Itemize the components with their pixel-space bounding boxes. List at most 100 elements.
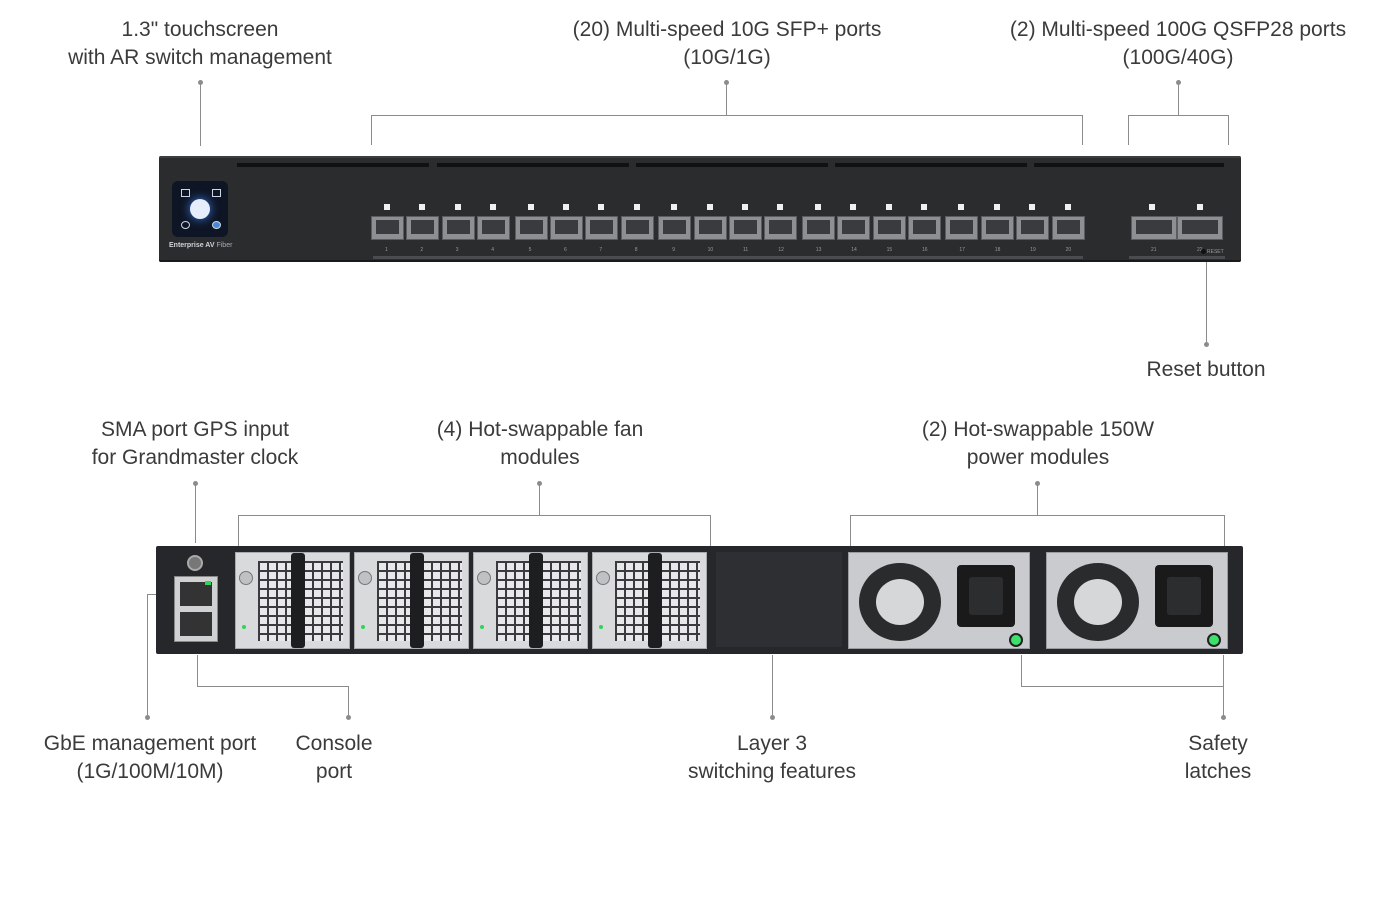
gbe-label-line2: (1G/100M/10M) bbox=[76, 760, 224, 783]
console-leader-v1 bbox=[197, 655, 198, 687]
reset-button[interactable] bbox=[1201, 249, 1206, 254]
globe-icon bbox=[212, 221, 221, 229]
gbe-management-port[interactable] bbox=[180, 582, 212, 606]
fan-module[interactable] bbox=[354, 552, 469, 649]
sfp-port-number: 8 bbox=[634, 247, 638, 253]
latches-bracket-left bbox=[1021, 655, 1022, 687]
power-bracket-left bbox=[850, 515, 851, 547]
qsfp-port-number: 21 bbox=[1151, 247, 1157, 253]
sfp-port[interactable] bbox=[908, 216, 941, 240]
fans-bracket-top bbox=[238, 515, 711, 516]
fan-status-led bbox=[480, 625, 484, 629]
sfp-port[interactable] bbox=[945, 216, 979, 240]
power-label: (2) Hot-swappable 150W power modules bbox=[900, 416, 1176, 472]
gbe-label-line1: GbE management port bbox=[43, 732, 257, 755]
link-led-icon bbox=[205, 581, 211, 585]
layer3-leader bbox=[772, 655, 773, 716]
fans-label: (4) Hot-swappable fan modules bbox=[410, 416, 670, 472]
sfp-port[interactable] bbox=[441, 216, 475, 240]
power-module[interactable] bbox=[848, 552, 1030, 649]
sfp-port-number: 15 bbox=[886, 247, 893, 253]
sfp-label-strip bbox=[373, 256, 1083, 259]
fans-label-line1: (4) Hot-swappable fan bbox=[436, 418, 644, 441]
sfp-port-led bbox=[993, 204, 1000, 210]
sfp-port-number: 19 bbox=[1030, 247, 1036, 253]
fan-status-led bbox=[242, 625, 246, 629]
sfp-ports-label: (20) Multi-speed 10G SFP+ ports (10G/1G) bbox=[547, 16, 907, 72]
sfp-port[interactable] bbox=[1016, 216, 1050, 240]
sfp-port-number: 12 bbox=[778, 247, 784, 253]
ac-inlet[interactable] bbox=[957, 565, 1015, 627]
sfp-port-number: 6 bbox=[564, 247, 567, 253]
touchscreen-leader bbox=[200, 82, 201, 146]
safety-latch[interactable] bbox=[1207, 633, 1221, 647]
qsfp-ports-label-line2: (100G/40G) bbox=[1122, 46, 1234, 69]
brand-model: Fiber bbox=[216, 242, 233, 249]
sfp-port-number: 9 bbox=[672, 247, 675, 253]
fan-module[interactable] bbox=[473, 552, 588, 649]
sfp-port[interactable] bbox=[837, 216, 871, 240]
reset-leader-dot bbox=[1204, 342, 1209, 347]
thumbscrew-icon[interactable] bbox=[239, 571, 253, 585]
fans-bracket-right bbox=[710, 515, 711, 547]
sfp-port[interactable] bbox=[514, 216, 548, 240]
latches-bracket-bottom bbox=[1021, 686, 1224, 687]
sfp-port[interactable] bbox=[872, 216, 906, 240]
touchscreen-display[interactable] bbox=[172, 181, 228, 237]
sfp-port-led bbox=[885, 204, 892, 210]
info-icon bbox=[181, 221, 190, 229]
sfp-port[interactable] bbox=[371, 216, 404, 240]
sfp-port[interactable] bbox=[406, 216, 440, 240]
layer3-leader-dot bbox=[770, 715, 775, 720]
fan-handle[interactable] bbox=[529, 553, 543, 648]
front-vent bbox=[237, 163, 429, 167]
sfp-bracket-left bbox=[371, 115, 372, 145]
sfp-bracket-top bbox=[371, 115, 1083, 116]
sfp-port[interactable] bbox=[658, 216, 692, 240]
latches-label-line2: latches bbox=[1184, 760, 1252, 783]
sma-label-line2: for Grandmaster clock bbox=[91, 446, 299, 469]
fan-handle[interactable] bbox=[648, 553, 662, 648]
thumbscrew-icon[interactable] bbox=[477, 571, 491, 585]
sfp-port[interactable] bbox=[693, 216, 727, 240]
thumbscrew-icon[interactable] bbox=[596, 571, 610, 585]
thumbscrew-icon[interactable] bbox=[358, 571, 372, 585]
sfp-port-number: 1 bbox=[385, 247, 388, 253]
qsfp-label-strip bbox=[1129, 256, 1225, 259]
power-leader bbox=[1037, 483, 1038, 516]
sfp-ports-label-line2: (10G/1G) bbox=[683, 46, 771, 69]
switch-rear-panel bbox=[156, 546, 1243, 654]
touchscreen-label: 1.3" touchscreen with AR switch manageme… bbox=[55, 16, 345, 72]
latches-label-line1: Safety bbox=[1188, 732, 1248, 755]
ac-inlet[interactable] bbox=[1155, 565, 1213, 627]
sfp-port[interactable] bbox=[801, 216, 835, 240]
sfp-port-number: 4 bbox=[491, 247, 494, 253]
sfp-port-led bbox=[742, 204, 748, 210]
console-port[interactable] bbox=[180, 612, 212, 636]
sfp-port[interactable] bbox=[550, 216, 583, 240]
console-label-line2: port bbox=[315, 760, 353, 783]
power-module[interactable] bbox=[1046, 552, 1228, 649]
front-vent bbox=[1034, 163, 1224, 167]
psu-fan-icon bbox=[1057, 563, 1139, 641]
fan-module[interactable] bbox=[235, 552, 350, 649]
sfp-port[interactable] bbox=[620, 216, 654, 240]
sfp-port-number: 2 bbox=[420, 247, 424, 253]
qsfp-port[interactable] bbox=[1177, 216, 1223, 240]
sfp-port[interactable] bbox=[585, 216, 619, 240]
layer3-label-line1: Layer 3 bbox=[736, 732, 808, 755]
qsfp-port[interactable] bbox=[1131, 216, 1177, 240]
sma-gps-port[interactable] bbox=[187, 555, 203, 571]
fans-label-line2: modules bbox=[500, 446, 580, 469]
fan-module[interactable] bbox=[592, 552, 707, 649]
fan-handle[interactable] bbox=[291, 553, 305, 648]
safety-latch[interactable] bbox=[1009, 633, 1023, 647]
sfp-port[interactable] bbox=[764, 216, 798, 240]
fan-handle[interactable] bbox=[410, 553, 424, 648]
sfp-port[interactable] bbox=[980, 216, 1014, 240]
sfp-port-number: 18 bbox=[994, 247, 1001, 253]
sfp-port-number: 11 bbox=[743, 247, 749, 253]
sfp-port[interactable] bbox=[729, 216, 762, 240]
sfp-port[interactable] bbox=[477, 216, 511, 240]
sfp-port[interactable] bbox=[1051, 216, 1085, 240]
